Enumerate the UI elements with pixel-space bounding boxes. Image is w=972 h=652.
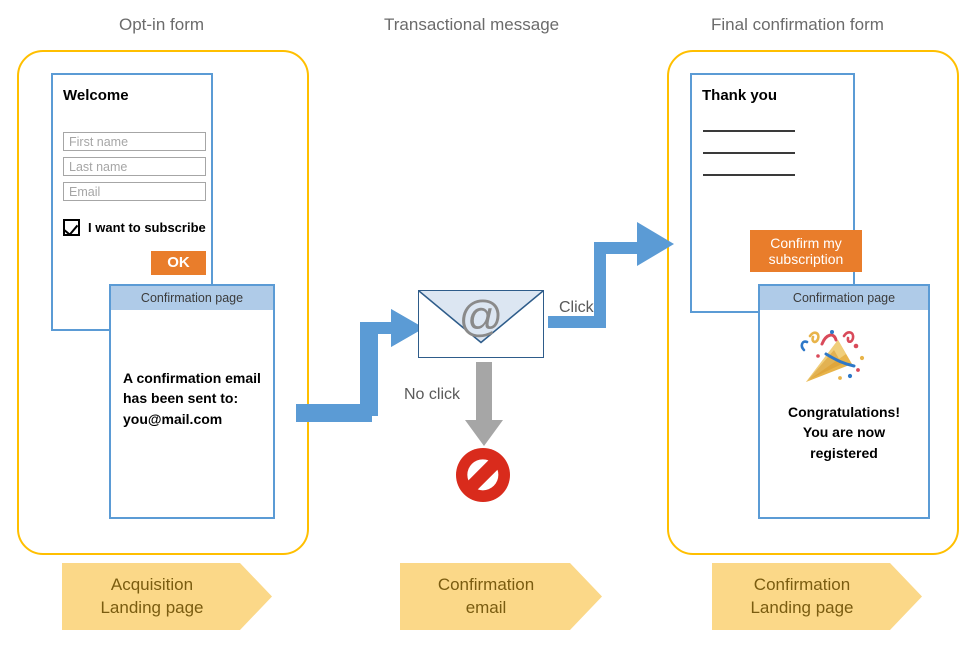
- click-label: Click: [559, 299, 594, 316]
- email-placeholder: Email: [69, 184, 101, 199]
- confirmation-landing-container: [667, 50, 959, 555]
- final-form-card: Thank you Confirm my subscription: [690, 73, 862, 313]
- acquisition-landing-container: [17, 50, 309, 555]
- final-form-heading: Thank you: [702, 87, 778, 104]
- banner-confirmation-email: Confirmation email: [400, 563, 602, 630]
- first-name-input[interactable]: First name: [63, 132, 206, 151]
- subscribe-checkbox-label: I want to subscribe: [88, 220, 206, 235]
- last-name-placeholder: Last name: [69, 159, 128, 174]
- column-title-optin: Opt-in form: [119, 15, 205, 34]
- party-popper-icon: [800, 330, 865, 382]
- banner-acquisition-landing-page: Acquisition Landing page: [62, 563, 272, 630]
- no-click-label: No click: [404, 386, 461, 403]
- confirmation-message-2: Congratulations! You are now registered: [788, 404, 900, 461]
- confirmation-page-window-1: Confirmation page A confirmation email h…: [109, 284, 275, 519]
- confirmation-page-titlebar-1: Confirmation page: [111, 286, 273, 310]
- prohibition-sign-icon: [456, 448, 510, 502]
- confirmation-page-titlebar-2: Confirmation page: [760, 286, 928, 310]
- confirmation-page-body-1: A confirmation email has been sent to: y…: [111, 310, 273, 517]
- confirmation-page-title-2: Confirmation page: [792, 291, 896, 305]
- optin-form-heading: Welcome: [63, 87, 129, 104]
- banner-confirmation-landing-page: Confirmation Landing page: [712, 563, 922, 630]
- first-name-placeholder: First name: [69, 134, 129, 149]
- subscribe-checkbox-row[interactable]: I want to subscribe: [63, 219, 206, 236]
- no-click-arrow: [465, 362, 503, 446]
- arrow-to-email: [296, 309, 424, 422]
- form-rule-line: [703, 130, 795, 132]
- email-envelope-icon: @: [418, 290, 544, 358]
- email-input[interactable]: Email: [63, 182, 206, 201]
- ok-button[interactable]: OK: [151, 251, 206, 275]
- envelope-fold-lines: [419, 291, 543, 344]
- column-title-final: Final confirmation form: [711, 15, 884, 34]
- confirmation-page-window-2: Confirmation page Congratulations: [758, 284, 930, 519]
- checkbox-checked-icon[interactable]: [63, 219, 80, 236]
- form-rule-line: [703, 174, 795, 176]
- confirmation-message-1: A confirmation email has been sent to: y…: [123, 370, 261, 427]
- at-symbol-icon: @: [458, 292, 504, 341]
- column-title-transactional: Transactional message: [384, 15, 560, 34]
- confirm-subscription-button[interactable]: Confirm my subscription: [750, 230, 862, 272]
- arrow-click-to-final: [548, 222, 674, 328]
- last-name-input[interactable]: Last name: [63, 157, 206, 176]
- confirmation-page-body-2: Congratulations! You are now registered: [760, 310, 928, 517]
- confirmation-page-title-1: Confirmation page: [140, 291, 244, 305]
- form-rule-line: [703, 152, 795, 154]
